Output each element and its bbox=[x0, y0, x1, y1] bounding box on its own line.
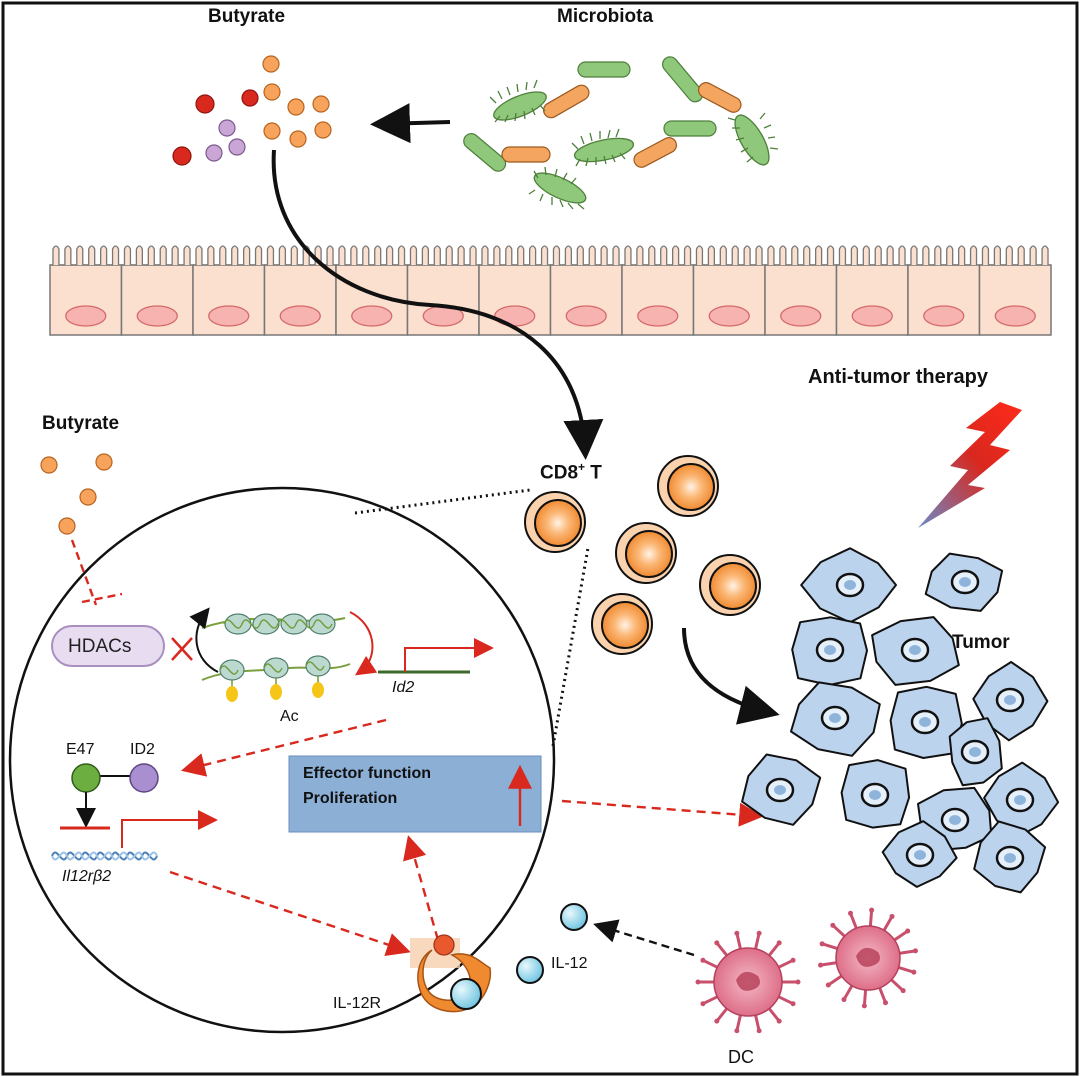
tumor-cell bbox=[791, 616, 868, 686]
dc-to-il12-arrow bbox=[593, 919, 695, 957]
id2-protein-label: ID2 bbox=[130, 741, 155, 758]
butyrate-molecules-left bbox=[40, 453, 113, 535]
cd8-t-cell bbox=[591, 593, 653, 655]
epithelial-cell bbox=[49, 245, 123, 336]
therapy-lightning-bolt bbox=[918, 402, 1022, 528]
microbiota-bacteria bbox=[463, 56, 779, 210]
tumor-cell bbox=[948, 717, 1003, 787]
tumor-cell bbox=[973, 820, 1047, 894]
e47-protein bbox=[71, 763, 101, 793]
tumor-cell bbox=[889, 685, 963, 759]
tumor-cell bbox=[741, 753, 822, 826]
receptor-to-effector-arrow bbox=[403, 835, 440, 941]
tumor-cell bbox=[881, 820, 958, 888]
tumor-cell bbox=[871, 616, 960, 686]
cd8-cell-zoom-circle bbox=[8, 486, 556, 1034]
proliferation-label: Proliferation bbox=[303, 790, 398, 807]
epithelial-cell bbox=[406, 245, 480, 336]
effector-function-label: Effector function bbox=[303, 765, 431, 782]
cd8-t-cell bbox=[524, 491, 586, 553]
tumor-label: Tumor bbox=[952, 632, 1010, 653]
butyrate-title-top: Butyrate bbox=[208, 6, 286, 27]
id2-gene bbox=[378, 638, 494, 674]
acetyl-mark bbox=[270, 684, 282, 700]
tumor-cells bbox=[741, 547, 1060, 894]
il12rb2-gene-label: Il12rβ2 bbox=[62, 868, 112, 885]
il12-label: IL-12 bbox=[551, 955, 588, 972]
cd8-t-cells bbox=[524, 455, 761, 655]
effector-function-box bbox=[288, 755, 542, 833]
epithelial-cell bbox=[764, 245, 838, 336]
deacetylation-arrow bbox=[189, 607, 219, 673]
acetyl-mark bbox=[312, 682, 324, 698]
effector-to-tumor-arrow bbox=[561, 799, 764, 827]
acetylation-label: Ac bbox=[280, 708, 299, 725]
butyrate-inhibits-hdacs bbox=[70, 539, 123, 606]
cd8-t-cell bbox=[657, 455, 719, 517]
dc-label: DC bbox=[728, 1047, 754, 1067]
id2-to-e47-arrow bbox=[181, 718, 387, 777]
intestinal-epithelium bbox=[49, 245, 1052, 336]
tumor-cell bbox=[840, 759, 911, 829]
e47-label: E47 bbox=[66, 741, 95, 758]
cd8-label-sup: + bbox=[578, 460, 586, 474]
bound-il12 bbox=[450, 978, 482, 1010]
epithelial-cell bbox=[263, 245, 337, 336]
hdac-blocked-x bbox=[171, 637, 193, 661]
il12-molecule bbox=[516, 956, 544, 984]
tcell-to-tumor-arrow bbox=[682, 627, 780, 725]
epithelial-cell bbox=[478, 245, 552, 336]
id2-protein bbox=[129, 763, 159, 793]
butyrate-molecules-top bbox=[172, 55, 332, 166]
il12-receptor bbox=[410, 934, 492, 1013]
butyrate-title-left: Butyrate bbox=[42, 413, 120, 434]
tumor-cell bbox=[924, 552, 1004, 612]
epithelial-cell bbox=[120, 245, 194, 336]
epithelial-cell bbox=[692, 245, 766, 336]
epithelial-cell bbox=[549, 245, 623, 336]
microbiota-to-butyrate-arrow bbox=[370, 103, 451, 144]
id2-gene-label: Id2 bbox=[392, 679, 415, 696]
epithelial-cell bbox=[192, 245, 266, 336]
acetyl-mark bbox=[226, 686, 238, 702]
tumor-cell bbox=[983, 761, 1060, 838]
il12r-label: IL-12R bbox=[333, 995, 382, 1012]
cd8-t-cell bbox=[699, 554, 761, 616]
il12rb2-gene bbox=[51, 810, 218, 861]
anti-tumor-therapy-label: Anti-tumor therapy bbox=[808, 366, 988, 388]
butyrate-to-cd8-arrow bbox=[271, 149, 604, 460]
hdacs-label: HDACs bbox=[68, 636, 132, 657]
dendritic-cell bbox=[695, 930, 801, 1034]
e47-id2-complex bbox=[71, 763, 159, 828]
il12rb2-to-receptor-arrow bbox=[169, 870, 411, 957]
chromatin-acetylated bbox=[201, 655, 351, 702]
tumor-cell bbox=[972, 661, 1049, 742]
il12-molecule bbox=[560, 903, 588, 931]
chromatin-compact bbox=[201, 613, 346, 635]
dendritic-cells bbox=[695, 907, 918, 1034]
epithelial-cell bbox=[907, 245, 981, 336]
hdacs-enzyme bbox=[51, 625, 165, 667]
epithelial-cell bbox=[978, 245, 1052, 336]
epithelial-cell bbox=[835, 245, 909, 336]
cd8-t-cell-label: CD8+ T bbox=[540, 460, 602, 484]
zoom-line-upper bbox=[354, 488, 531, 515]
epithelial-cell bbox=[335, 245, 409, 336]
cd8-t-cell bbox=[615, 522, 677, 584]
acetylation-arrow bbox=[349, 611, 378, 676]
tumor-cell bbox=[790, 681, 881, 757]
microbiota-title: Microbiota bbox=[557, 6, 654, 27]
cd8-label-tail: T bbox=[585, 462, 602, 484]
cd8-label-main: CD8 bbox=[540, 462, 579, 484]
dendritic-cell bbox=[818, 907, 918, 1009]
tumor-cell bbox=[800, 547, 897, 624]
epithelial-cell bbox=[621, 245, 695, 336]
zoom-line-lower bbox=[551, 547, 590, 747]
